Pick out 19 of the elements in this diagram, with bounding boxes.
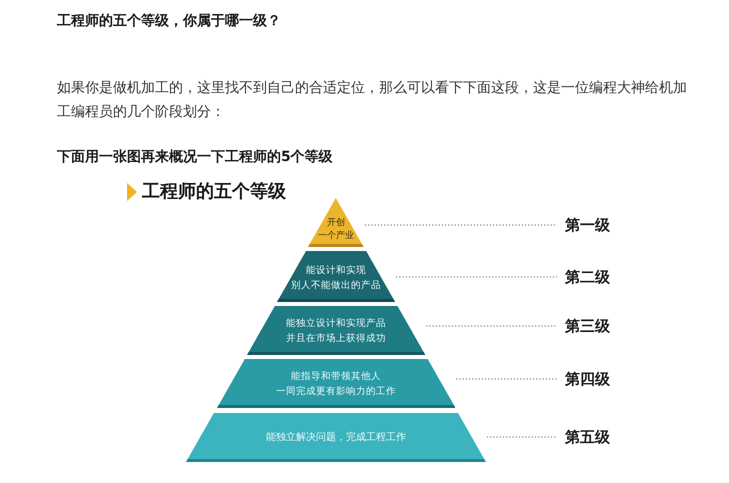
paragraph: 如果你是做机加工的，这里找不到自己的合适定位，那么可以看下下面这段，这是一位编程大神给机加工编程员的几个阶段划分： bbox=[57, 79, 688, 122]
subheading: 下面用一张图再来概况一下工程师的5个等级 bbox=[57, 148, 333, 167]
level-label: 第一级 bbox=[565, 214, 610, 236]
leader-line bbox=[396, 276, 557, 278]
level-label: 第三级 bbox=[565, 315, 610, 337]
leader-line bbox=[456, 378, 557, 380]
pyramid-layer: 开创一个产业 bbox=[308, 198, 364, 247]
pyramid-layer: 能独立解决问题，完成工程工作 bbox=[186, 413, 486, 462]
level-label: 第四级 bbox=[565, 368, 610, 390]
level-label: 第二级 bbox=[565, 266, 610, 288]
leader-line bbox=[426, 325, 557, 327]
heading: 工程师的五个等级，你属于哪一级？ bbox=[57, 12, 281, 31]
pyramid-layer: 能设计和实现别人不能做出的产品 bbox=[276, 251, 396, 302]
leader-line bbox=[486, 436, 557, 438]
pyramid-layer: 能指导和带领其他人一同完成更有影响力的工作 bbox=[216, 359, 456, 408]
figure-label: 工程师的五个等级 bbox=[142, 181, 286, 203]
leader-line bbox=[364, 224, 557, 226]
level-label: 第五级 bbox=[565, 426, 610, 448]
pyramid-layer: 能独立设计和实现产品并且在市场上获得成功 bbox=[246, 306, 426, 355]
